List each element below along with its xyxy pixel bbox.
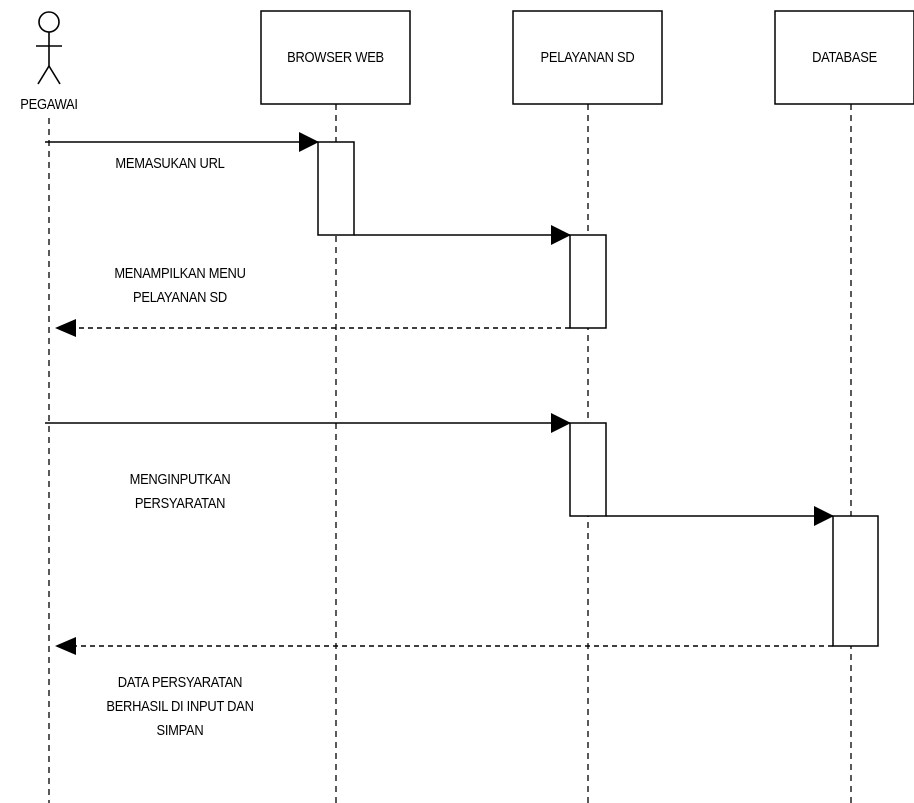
message-label-line: MENAMPILKAN MENU [114,265,246,282]
message-label-line: MENGINPUTKAN [129,471,231,488]
return-arrowhead-2 [55,637,76,655]
activation-database-1 [832,515,879,647]
message-label-line: PELAYANAN SD [133,289,227,306]
participant-label-database: DATABASE [812,49,877,66]
participant-label-browser: BROWSER WEB [287,49,384,66]
message-label-line: BERHASIL DI INPUT DAN [106,698,254,715]
participant-box-database [774,10,914,105]
participant-box-browser [260,10,411,105]
message-label-line: SIMPAN [156,722,204,739]
message-label-line: PERSYARATAN [134,495,226,512]
message-label-line: DATA PERSYARATAN [117,674,243,691]
activation-pelayanan-2 [569,422,607,517]
actor-figure [36,11,62,85]
actor-label: PEGAWAI [20,96,78,113]
activation-pelayanan-1 [569,234,607,329]
return-arrowhead-1 [55,319,76,337]
message-label-memasukan-url: MEMASUKAN URL [115,155,225,172]
activation-browser-1 [317,141,355,236]
participant-label-pelayanan: PELAYANAN SD [540,49,635,66]
